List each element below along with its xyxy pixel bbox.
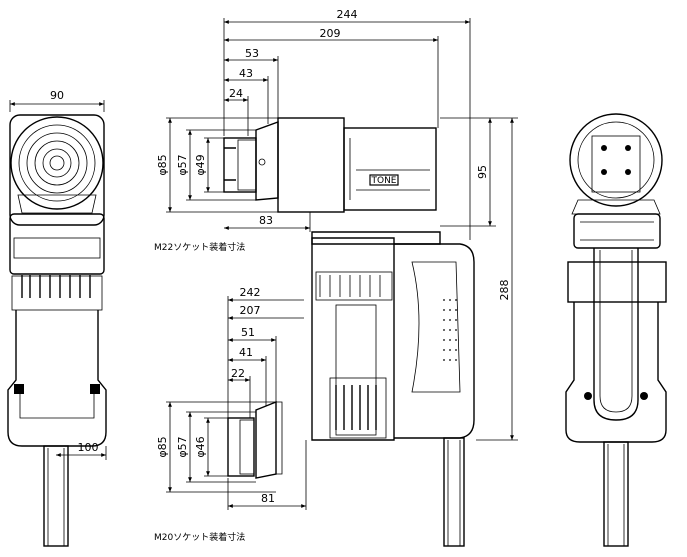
- dim-label-43: 43: [239, 67, 253, 80]
- dim-label-m22-d85: φ85: [156, 154, 169, 175]
- dim-total-244: 244: [223, 8, 471, 240]
- m22-caption: M22ソケット装着寸法: [154, 241, 245, 253]
- dim-label-m20-d57: φ57: [176, 436, 189, 457]
- dim-label-244: 244: [337, 8, 358, 21]
- m20-caption: M20ソケット装着寸法: [154, 531, 245, 543]
- dim-label-m20-d85: φ85: [156, 436, 169, 457]
- dim-label-22: 22: [231, 367, 245, 380]
- dim-m20-41: 41: [228, 346, 267, 406]
- brand-plate-text: TONE: [370, 176, 396, 186]
- dim-m20-207: 207: [228, 304, 304, 320]
- dim-height-288: 288: [476, 117, 518, 441]
- dim-height-95: 95: [440, 117, 496, 227]
- dim-label-41: 41: [239, 346, 253, 359]
- dim-label-m20-d46: φ46: [194, 436, 207, 457]
- dim-m22-43: 43: [224, 67, 269, 124]
- dim-label-51: 51: [241, 326, 255, 339]
- dim-label-288: 288: [498, 280, 511, 301]
- dim-cord-100: 100: [56, 441, 107, 460]
- dim-label-81: 81: [261, 492, 275, 505]
- dim-m20-22: 22: [228, 367, 251, 418]
- dim-m22-83: 83: [224, 212, 311, 232]
- dim-label-53: 53: [245, 47, 259, 60]
- dim-body-209: 209: [224, 27, 439, 128]
- dim-m22-diameters: φ85 φ57 φ49: [156, 117, 278, 213]
- dim-label-100: 100: [78, 441, 99, 454]
- right-rear-view: [565, 113, 667, 547]
- dim-m22-53: 53: [224, 47, 279, 118]
- dim-label-m22-d57: φ57: [176, 154, 189, 175]
- brand-plate: [369, 174, 399, 186]
- dim-label-90: 90: [50, 89, 64, 102]
- dim-m20-51: 51: [228, 326, 277, 402]
- dim-label-m22-d49: φ49: [194, 154, 207, 175]
- dim-label-95: 95: [476, 165, 489, 179]
- dim-m20-81: 81: [227, 440, 307, 510]
- dim-label-83: 83: [259, 214, 273, 227]
- dim-width-90: 90: [9, 89, 105, 112]
- dim-m20-diameters: φ85 φ57 φ46: [156, 401, 276, 493]
- dim-label-209: 209: [320, 27, 341, 40]
- dim-label-207: 207: [240, 304, 261, 317]
- left-front-view: [7, 114, 107, 547]
- dim-m22-24: 24: [224, 87, 249, 136]
- dim-label-242: 242: [240, 286, 261, 299]
- side-view: TONE: [223, 117, 475, 547]
- dim-label-24: 24: [229, 87, 243, 100]
